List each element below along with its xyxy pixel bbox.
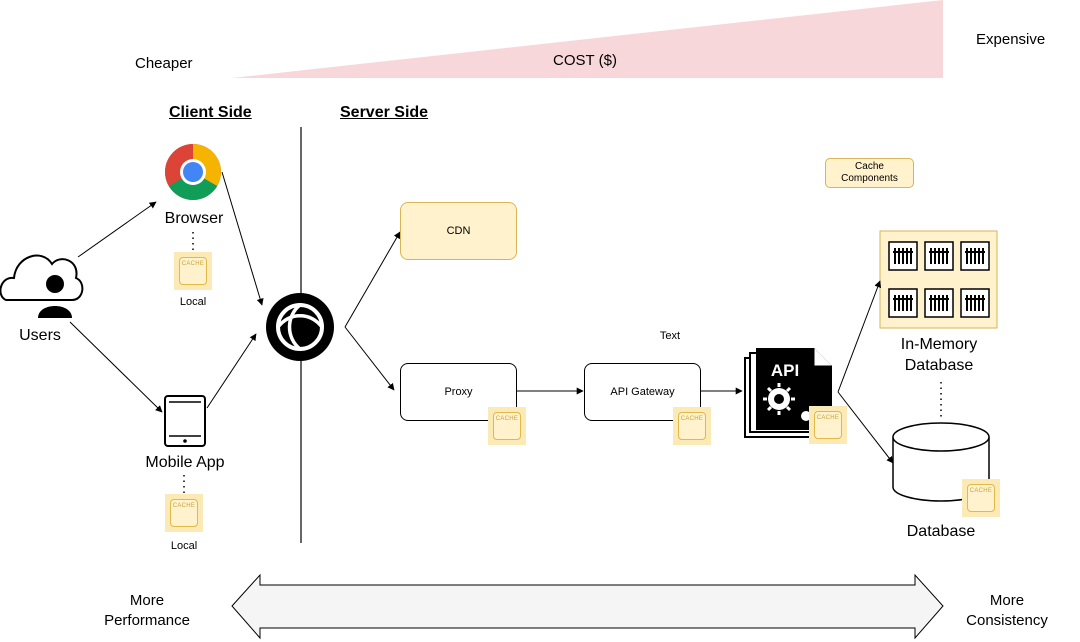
edge-globe-proxy	[344, 326, 395, 391]
cdn-label: CDN	[446, 225, 471, 237]
edge-users-browser	[77, 201, 157, 258]
edge-mobile-globe	[206, 333, 257, 409]
client-side-heading: Client Side	[169, 104, 252, 121]
tablet-icon	[164, 395, 206, 447]
cache-components-label: Cache Components	[841, 161, 898, 184]
server-side-heading: Server Side	[340, 104, 429, 121]
browser-local-label: Local	[179, 296, 207, 308]
api-cache-badge: CACHE	[809, 406, 847, 444]
users-label: Users	[19, 327, 61, 344]
cdn-node: CDN	[400, 202, 517, 260]
mobile-cache-badge: CACHE	[165, 494, 203, 532]
more-consistency-label: More Consistency	[966, 592, 1048, 629]
edge-api-memory	[837, 280, 882, 393]
api-gateway-cache-badge: CACHE	[673, 407, 711, 445]
in-memory-database-label: In-Memory Database	[900, 336, 978, 374]
mobile-local-label: Local	[170, 540, 198, 552]
cache-badge-text: CACHE	[969, 488, 993, 494]
globe-icon	[266, 293, 334, 361]
mobile-app-label: Mobile App	[145, 454, 225, 471]
chrome-icon	[165, 144, 221, 200]
cache-badge-text: CACHE	[816, 415, 840, 421]
database-cache-badge: CACHE	[962, 479, 1000, 517]
cost-axis-label: COST ($)	[553, 52, 617, 69]
proxy-cache-badge: CACHE	[488, 407, 526, 445]
cache-badge-text: CACHE	[172, 503, 196, 509]
cache-badge-text: CACHE	[680, 416, 704, 422]
edge-api-database	[837, 391, 894, 464]
browser-label: Browser	[164, 210, 224, 227]
browser-cache-badge: CACHE	[174, 252, 212, 290]
cost-wedge	[232, 0, 943, 78]
cache-components-legend: Cache Components	[825, 158, 914, 188]
users-icon	[0, 254, 84, 318]
cost-cheaper-label: Cheaper	[135, 55, 193, 72]
api-gateway-label: API Gateway	[610, 386, 675, 398]
edge-browser-globe	[221, 171, 264, 306]
more-performance-label: More Performance	[104, 592, 190, 629]
edge-users-mobile	[69, 321, 163, 413]
cost-expensive-label: Expensive	[976, 31, 1046, 48]
cache-badge-text: CACHE	[495, 416, 519, 422]
database-label: Database	[906, 523, 976, 540]
cache-badge-text: CACHE	[181, 261, 205, 267]
api-icon-text: API	[770, 361, 800, 380]
text-label: Text	[659, 330, 681, 342]
edge-globe-cdn	[344, 231, 401, 328]
in-memory-database-icon	[879, 230, 998, 329]
proxy-label: Proxy	[444, 386, 473, 398]
tradeoff-double-arrow	[231, 573, 944, 640]
proxy-node: Proxy	[400, 363, 517, 421]
